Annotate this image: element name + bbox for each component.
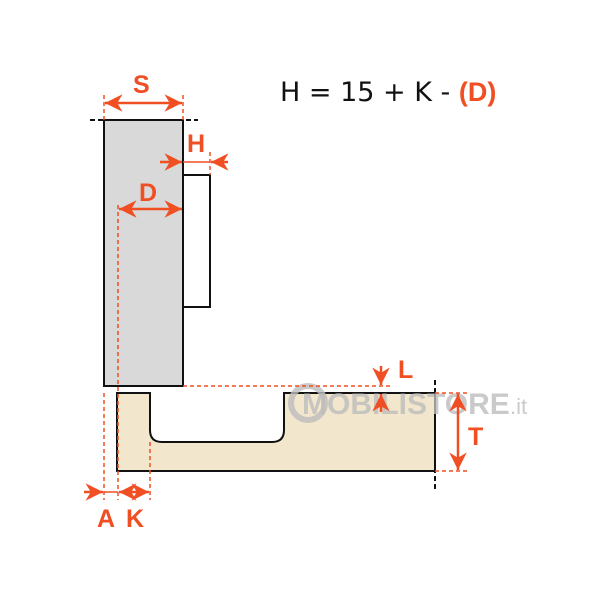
- label-t: T: [468, 423, 483, 451]
- hinge-arm: [182, 174, 211, 308]
- door-panel: [103, 119, 184, 387]
- dimension-arrows: [84, 94, 467, 501]
- cabinet-side-panel: [116, 392, 436, 472]
- label-h: H: [187, 130, 205, 158]
- watermark-brand: MOBILISTORE: [302, 388, 510, 421]
- label-l: L: [398, 356, 413, 384]
- formula-highlight: (D): [459, 77, 496, 107]
- watermark: MOBILISTORE .it: [288, 383, 527, 423]
- formula: H = 15 + K - (D): [280, 77, 496, 108]
- watermark-tld: .it: [510, 394, 527, 419]
- label-s: S: [133, 71, 150, 99]
- label-a: A: [97, 505, 115, 533]
- dimension-guides: [103, 95, 468, 500]
- label-k: K: [126, 505, 144, 533]
- formula-main: H = 15 + K -: [280, 77, 459, 108]
- label-d: D: [139, 179, 157, 207]
